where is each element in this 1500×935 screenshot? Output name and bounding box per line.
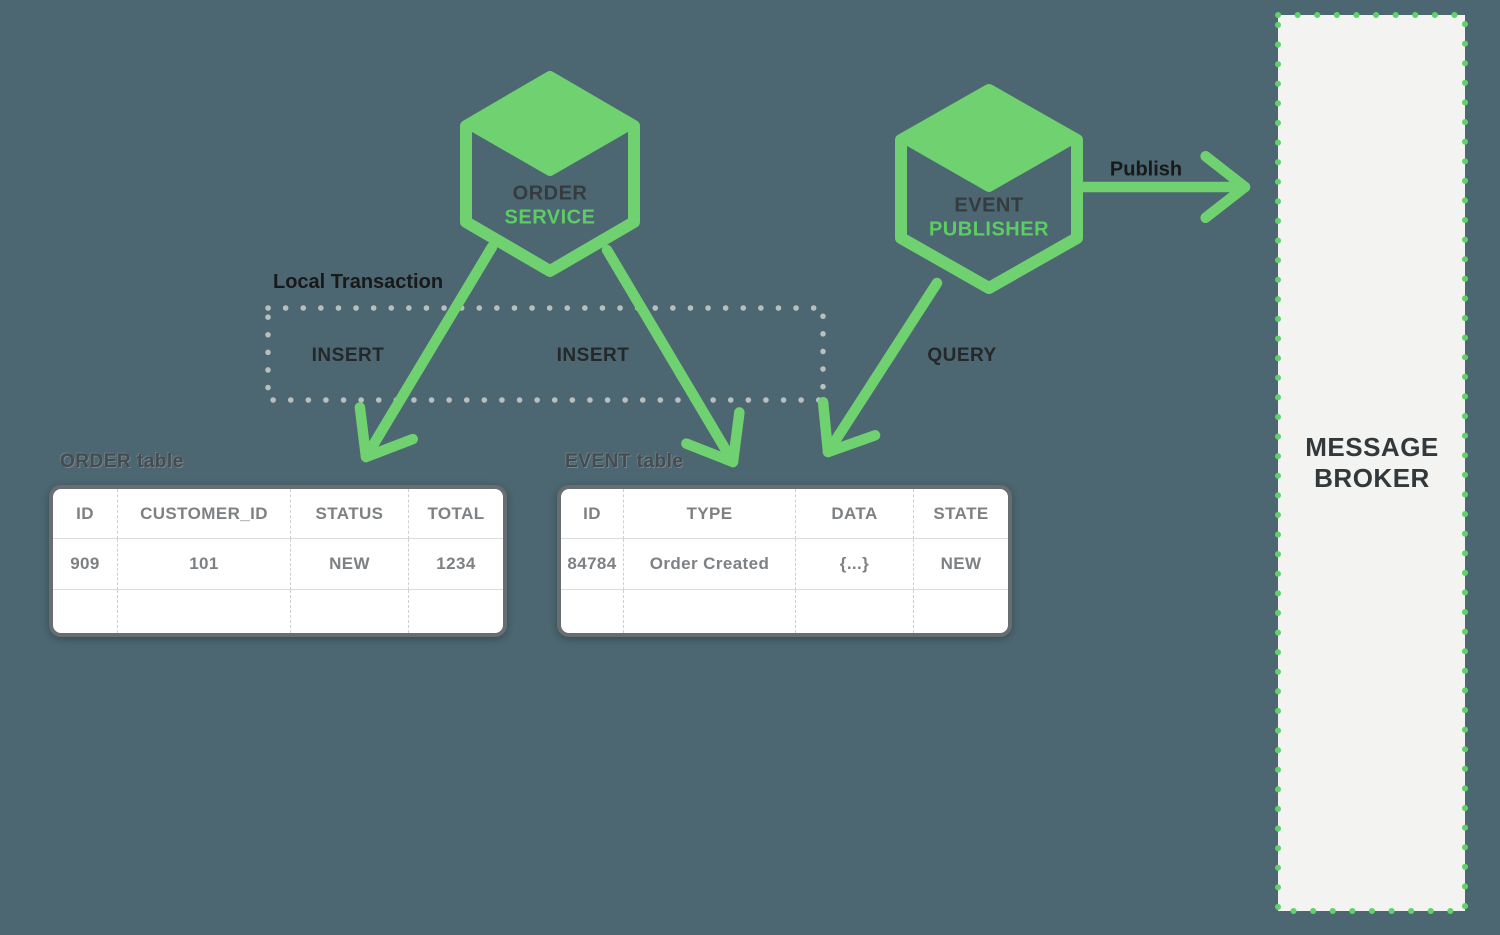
- order-service-hexagon-icon: [460, 71, 640, 277]
- query-label: QUERY: [927, 345, 997, 366]
- event-table-cell: [561, 590, 624, 633]
- order-table-header-customer-id: CUSTOMER_ID: [118, 489, 291, 539]
- order-table-cell: 909: [53, 539, 118, 590]
- event-table-cell: [796, 590, 914, 633]
- arrow-insert-event-table: [601, 244, 745, 468]
- event-table-cell: [914, 590, 1008, 633]
- local-transaction-boundary: [265, 305, 826, 403]
- order-table-cell: 101: [118, 539, 291, 590]
- event-table-cell: {...}: [796, 539, 914, 590]
- insert-right-label: INSERT: [556, 345, 630, 366]
- event-publisher-label-line1: EVENT: [954, 194, 1024, 217]
- order-table-cell: [118, 590, 291, 633]
- message-broker-label-line1: MESSAGE: [1305, 432, 1439, 462]
- event-publisher-label-line2: PUBLISHER: [928, 218, 1050, 241]
- event-table-header-data: DATA: [796, 489, 914, 539]
- event-table-header-id: ID: [561, 489, 624, 539]
- order-service-label-line2: SERVICE: [504, 206, 596, 229]
- event-table-cell: NEW: [914, 539, 1008, 590]
- event-table-cell: Order Created: [624, 539, 796, 590]
- order-table-header-id: ID: [53, 489, 118, 539]
- order-table-cell: [291, 590, 409, 633]
- event-table-cell: [624, 590, 796, 633]
- order-table-cell: [409, 590, 503, 633]
- order-service-label-line1: ORDER: [512, 182, 588, 205]
- message-broker-box: [1275, 12, 1468, 914]
- order-table-cell: [53, 590, 118, 633]
- arrow-publish: [1077, 150, 1251, 224]
- event-table-header-type: TYPE: [624, 489, 796, 539]
- arrow-query-event-table: [817, 277, 943, 458]
- arrow-insert-order-table: [354, 241, 498, 463]
- order-table-cell: NEW: [291, 539, 409, 590]
- publish-label: Publish: [1109, 158, 1183, 181]
- local-transaction-label: Local Transaction: [273, 271, 444, 293]
- message-broker-label-line2: BROKER: [1314, 463, 1430, 493]
- order-table-header-total: TOTAL: [409, 489, 503, 539]
- event-table: ID TYPE DATA STATE 84784 Order Created {…: [557, 485, 1012, 637]
- event-table-header-state: STATE: [914, 489, 1008, 539]
- event-table-title: EVENT table: [565, 451, 684, 472]
- insert-left-label: INSERT: [311, 345, 385, 366]
- event-table-cell: 84784: [561, 539, 624, 590]
- order-table: ID CUSTOMER_ID STATUS TOTAL 909 101 NEW …: [49, 485, 507, 637]
- event-publisher-hexagon-icon: [895, 84, 1083, 294]
- order-table-header-status: STATUS: [291, 489, 409, 539]
- order-table-title: ORDER table: [60, 451, 184, 472]
- message-broker-label: MESSAGE BROKER: [1305, 432, 1439, 494]
- order-table-cell: 1234: [409, 539, 503, 590]
